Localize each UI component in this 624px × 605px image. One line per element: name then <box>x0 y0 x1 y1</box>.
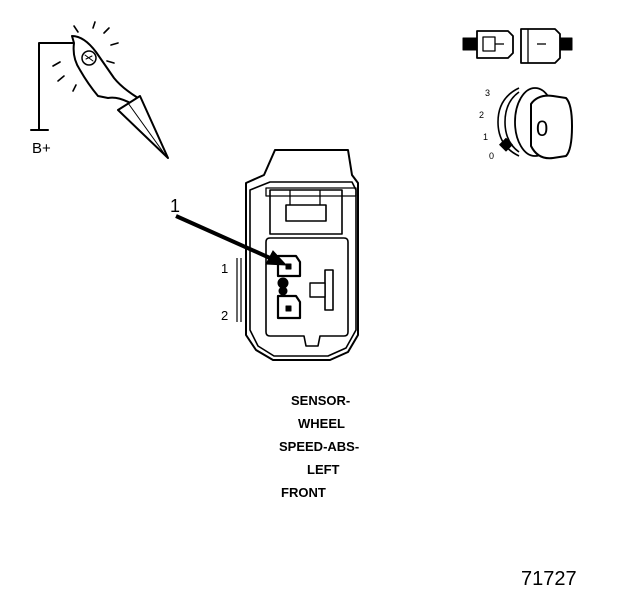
callout-arrow <box>175 214 288 266</box>
pin-label-1: 1 <box>221 261 229 276</box>
ignition-key-label: 0 <box>536 116 549 141</box>
caption-line-1: SENSOR- <box>291 393 351 408</box>
callout-number: 1 <box>170 196 181 216</box>
ignition-position-3: 3 <box>485 88 491 98</box>
caption-line-2: WHEEL <box>298 416 345 431</box>
ignition-position-2: 2 <box>479 110 485 120</box>
pin-label-2: 2 <box>221 308 229 323</box>
probe-label: B+ <box>32 140 51 157</box>
caption-line-5: FRONT <box>281 485 326 500</box>
two-pin-connector-face-icon <box>236 149 359 361</box>
ignition-position-0: 0 <box>489 151 495 161</box>
figure-number: 71727 <box>521 568 577 590</box>
ignition-position-1: 1 <box>483 132 489 142</box>
disconnected-connector-icon <box>462 28 573 64</box>
ignition-key-icon <box>497 87 573 160</box>
test-light-probe-icon <box>30 21 169 159</box>
caption-line-4: LEFT <box>307 462 340 477</box>
caption-line-3: SPEED-ABS- <box>279 439 360 454</box>
